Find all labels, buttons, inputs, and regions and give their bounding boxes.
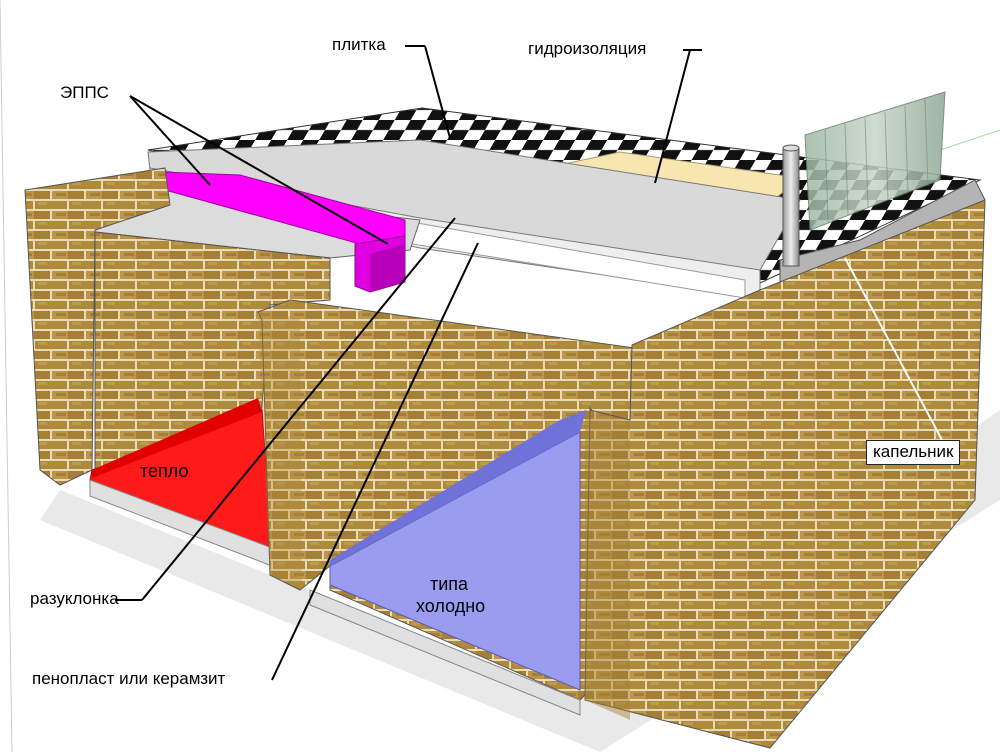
label-tile: плитка bbox=[332, 35, 386, 54]
label-drip-edge: капельник bbox=[866, 440, 961, 465]
label-cold-line2: холодно bbox=[416, 596, 486, 616]
leader-tile bbox=[424, 45, 451, 139]
leader-epps-2 bbox=[129, 95, 389, 245]
middle-wall-shade bbox=[258, 312, 302, 590]
label-insulation: пенопласт или керамзит bbox=[32, 669, 226, 688]
vent-pipe-icon bbox=[782, 147, 800, 267]
label-slope-layer: разуклонка bbox=[30, 589, 119, 608]
glass-parapet-icon bbox=[804, 91, 946, 231]
warm-floor-edge bbox=[92, 398, 262, 478]
guide-line bbox=[0, 0, 13, 752]
label-waterproofing: гидроизоляция bbox=[528, 39, 647, 58]
label-warm: тепло bbox=[140, 461, 189, 481]
leader-lines bbox=[115, 45, 951, 681]
vent-pipe-cap bbox=[782, 144, 800, 152]
right-wall-corner-shade bbox=[585, 410, 630, 720]
guide-line bbox=[939, 129, 1000, 151]
glass-texture bbox=[824, 98, 929, 223]
leader-epps-1 bbox=[129, 95, 211, 186]
right-wall bbox=[584, 199, 986, 749]
leader-insulation bbox=[271, 242, 479, 681]
left-wall bbox=[24, 167, 171, 486]
label-cold-line1: типа bbox=[430, 574, 469, 594]
leader-slope bbox=[141, 217, 456, 601]
leader-waterproofing bbox=[654, 49, 691, 184]
leader-drip-edge bbox=[844, 257, 951, 456]
cold-floor-edge bbox=[330, 410, 586, 566]
epps-block-side bbox=[370, 244, 405, 292]
label-epps: ЭППС bbox=[60, 83, 109, 102]
